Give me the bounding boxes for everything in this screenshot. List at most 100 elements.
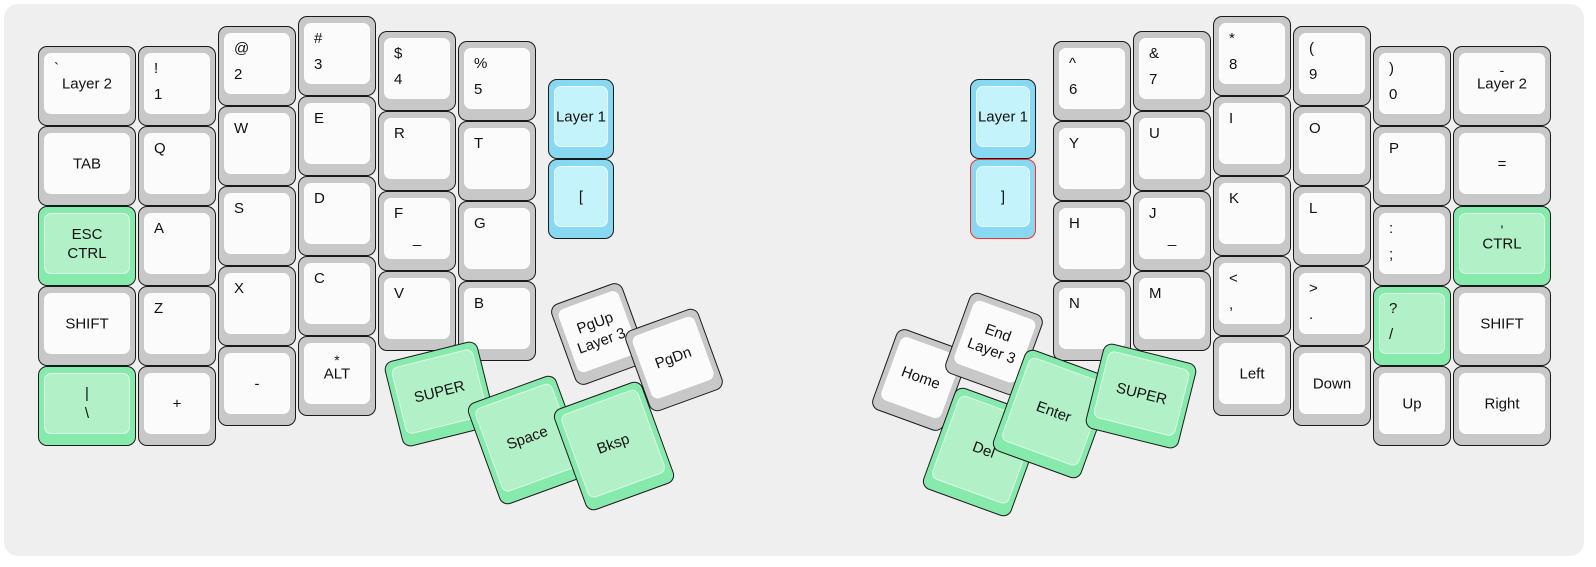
keycap-surface: %5	[464, 48, 530, 109]
key-equals[interactable]: =	[1453, 126, 1551, 206]
key-p[interactable]: P	[1373, 126, 1451, 206]
key-0[interactable]: )0	[1373, 46, 1451, 126]
key-right[interactable]: Right	[1453, 366, 1551, 446]
key-r[interactable]: R	[378, 111, 456, 191]
key-e[interactable]: E	[298, 96, 376, 176]
key-z[interactable]: Z	[138, 286, 216, 366]
key-w[interactable]: W	[218, 106, 296, 186]
key-legend-top: N	[1069, 295, 1080, 312]
key-u[interactable]: U	[1133, 111, 1211, 191]
key-alt[interactable]: *ALT	[298, 336, 376, 416]
key-semicolon[interactable]: :;	[1373, 206, 1451, 286]
key-q[interactable]: Q	[138, 126, 216, 206]
key-o[interactable]: O	[1293, 106, 1371, 186]
key-v[interactable]: V	[378, 271, 456, 351]
keycap-surface: -Layer 2	[1459, 53, 1545, 114]
keycap-surface: *8	[1219, 23, 1285, 84]
key-k[interactable]: K	[1213, 176, 1291, 256]
key-plus[interactable]: +	[138, 366, 216, 446]
key-left[interactable]: Left	[1213, 336, 1291, 416]
key-legend-center: TAB	[72, 155, 102, 172]
keycap-surface: Down	[1299, 353, 1365, 414]
key-j[interactable]: J_	[1133, 191, 1211, 271]
keycap-surface: =	[1459, 133, 1545, 194]
key-1[interactable]: !1	[138, 46, 216, 126]
key-x[interactable]: X	[218, 266, 296, 346]
key-7[interactable]: &7	[1133, 31, 1211, 111]
key-legend-top: @	[234, 40, 250, 57]
key-legend-top: T	[474, 135, 484, 152]
key-legend-top: V	[394, 285, 405, 302]
keycap-surface: <,	[1219, 263, 1285, 324]
key-n[interactable]: N	[1053, 281, 1131, 361]
key-legend-top: P	[1389, 140, 1400, 157]
key-s[interactable]: S	[218, 186, 296, 266]
keycap-surface: SUPER	[1092, 349, 1191, 438]
key-2[interactable]: @2	[218, 26, 296, 106]
keycap-surface: B	[464, 288, 530, 349]
key-legend-center: Down	[1312, 375, 1352, 392]
key-shift-l[interactable]: SHIFT	[38, 286, 136, 366]
key-5[interactable]: %5	[458, 41, 536, 121]
key-4[interactable]: $4	[378, 31, 456, 111]
key-legend-bottom: 9	[1309, 65, 1318, 83]
key-m[interactable]: M	[1133, 271, 1211, 351]
keycap-surface: Y	[1059, 128, 1125, 189]
key-h[interactable]: H	[1053, 201, 1131, 281]
key-layer2-l[interactable]: `Layer 2	[38, 46, 136, 126]
keycap-surface: C	[304, 263, 370, 324]
key-legend-bottom: 8	[1229, 55, 1238, 73]
key-layer2-r[interactable]: -Layer 2	[1453, 46, 1551, 126]
key-9[interactable]: (9	[1293, 26, 1371, 106]
key-up[interactable]: Up	[1373, 366, 1451, 446]
key-legend-top: )	[1389, 60, 1394, 77]
key-f[interactable]: F_	[378, 191, 456, 271]
key-legend-center: +	[172, 395, 182, 412]
key-period[interactable]: >.	[1293, 266, 1371, 346]
key-c[interactable]: C	[298, 256, 376, 336]
key-8[interactable]: *8	[1213, 16, 1291, 96]
key-legend-bottom: /	[1389, 325, 1394, 343]
key-legend-top: Z	[154, 300, 164, 317]
key-legend-top: ^	[1069, 55, 1077, 72]
key-legend-top: >	[1309, 280, 1318, 297]
key-shift-r[interactable]: SHIFT	[1453, 286, 1551, 366]
homing-bump: _	[412, 230, 422, 247]
key-i[interactable]: I	[1213, 96, 1291, 176]
key-legend-top: B	[474, 295, 485, 312]
key-legend-top: C	[314, 270, 325, 287]
key-pipe-bsl[interactable]: |\	[38, 366, 136, 446]
key-layer1-r[interactable]: Layer 1	[970, 79, 1036, 159]
keycap-surface: Right	[1459, 373, 1545, 434]
key-minus[interactable]: -	[218, 346, 296, 426]
key-legend-bottom: ;	[1389, 245, 1394, 263]
key-bracket-open[interactable]: [	[548, 159, 614, 239]
key-legend-bottom: .	[1309, 305, 1314, 323]
key-tab[interactable]: TAB	[38, 126, 136, 206]
keycap-surface: 'CTRL	[1459, 213, 1545, 274]
key-g[interactable]: G	[458, 201, 536, 281]
keycap-surface: E	[304, 103, 370, 164]
key-slash[interactable]: ?/	[1373, 286, 1451, 366]
keycap-surface: >.	[1299, 273, 1365, 334]
key-t[interactable]: T	[458, 121, 536, 201]
key-d[interactable]: D	[298, 176, 376, 256]
key-legend-center: Right	[1484, 395, 1520, 412]
key-down[interactable]: Down	[1293, 346, 1371, 426]
key-comma[interactable]: <,	[1213, 256, 1291, 336]
key-a[interactable]: A	[138, 206, 216, 286]
keycap-surface: O	[1299, 113, 1365, 174]
key-y[interactable]: Y	[1053, 121, 1131, 201]
keycap-surface: -	[224, 353, 290, 414]
key-bracket-close[interactable]: ]	[970, 159, 1036, 239]
key-layer1-l[interactable]: Layer 1	[548, 79, 614, 159]
key-6[interactable]: ^6	[1053, 41, 1131, 121]
key-legend-top: I	[1229, 110, 1234, 127]
key-quote-ctrl[interactable]: 'CTRL	[1453, 206, 1551, 286]
key-l[interactable]: L	[1293, 186, 1371, 266]
keycap-surface: &7	[1139, 38, 1205, 99]
key-3[interactable]: #3	[298, 16, 376, 96]
key-legend-top: $	[394, 45, 403, 62]
key-legend-top: K	[1229, 190, 1240, 207]
